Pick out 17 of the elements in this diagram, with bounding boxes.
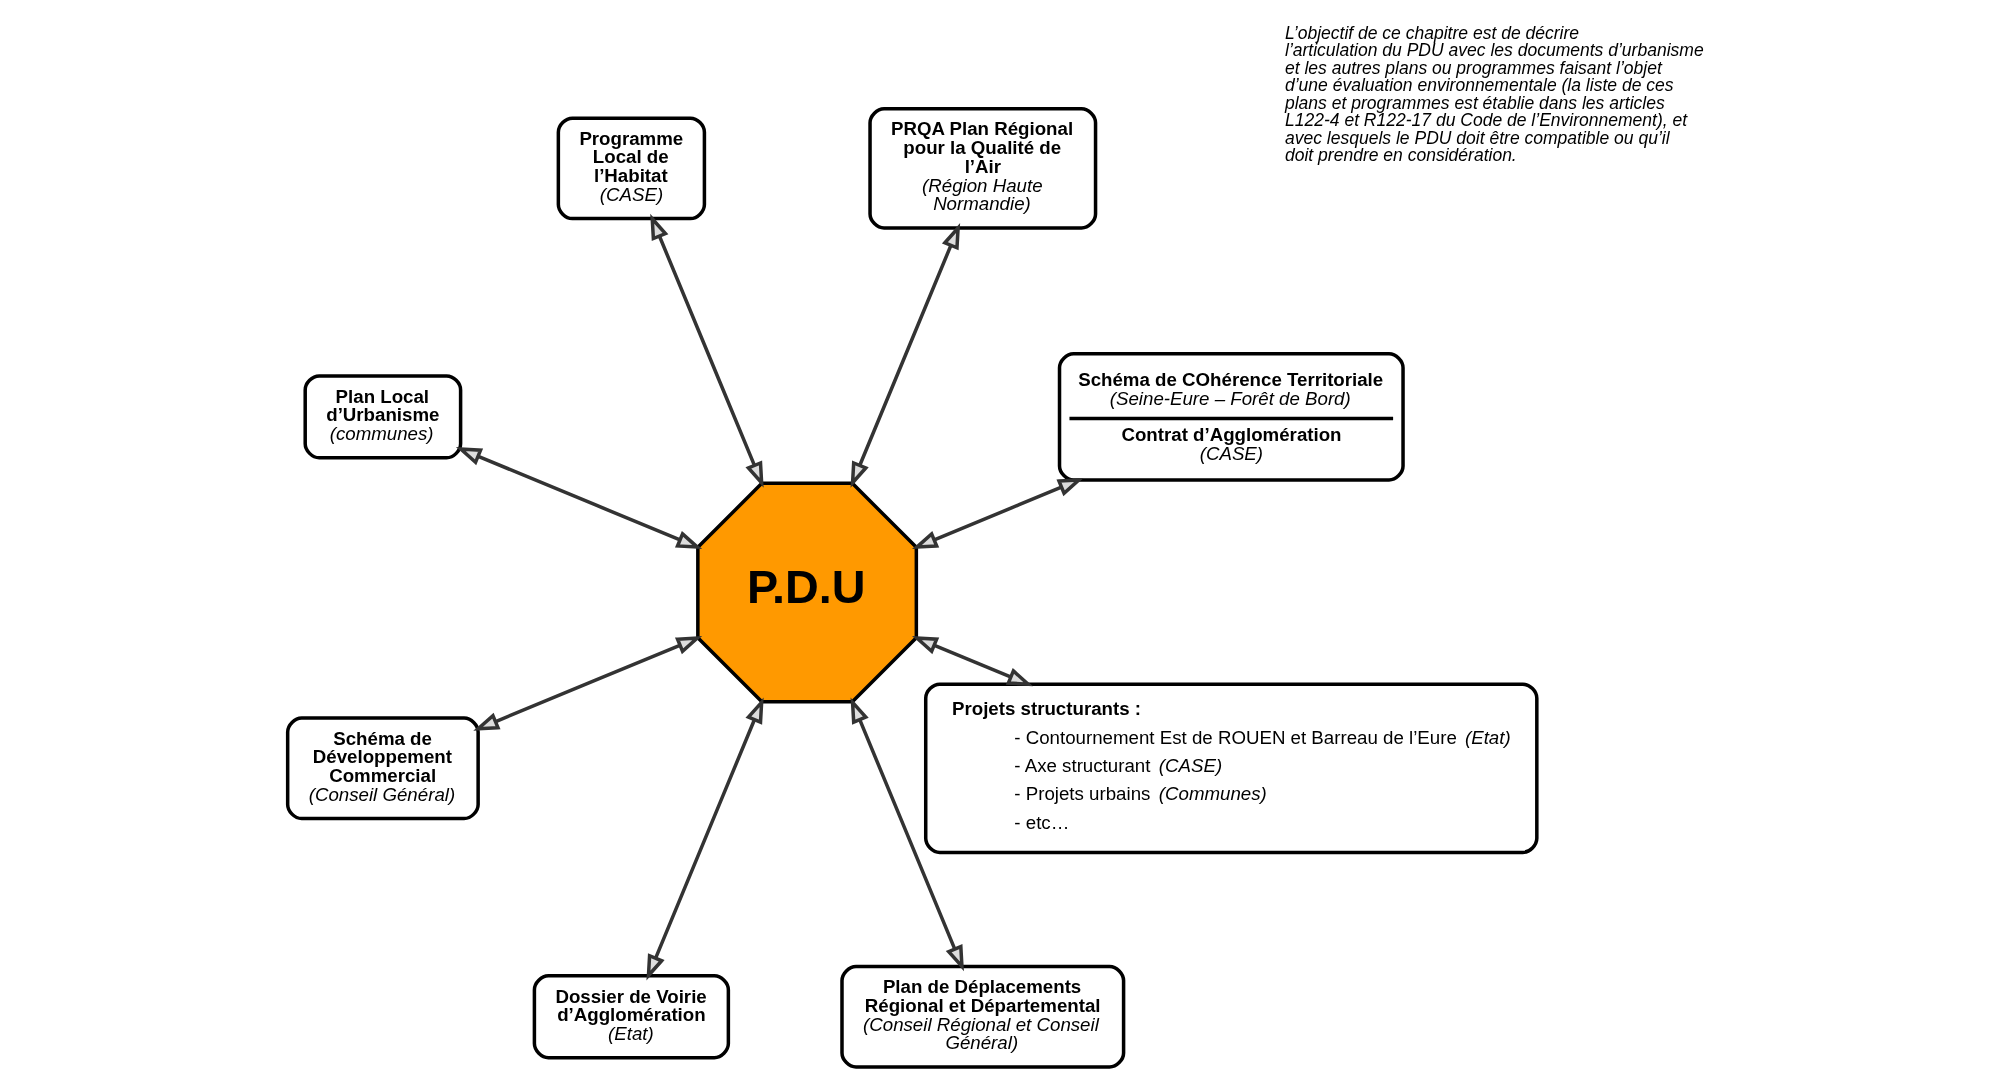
node-box: Schéma de COhérence Territoriale (Seine-Eure – Forêt de Bord) Contrat d’Agglomération (CASE) bbox=[1057, 352, 1405, 482]
node-box: Projets structurants : - Contournement Est de ROUEN et Barreau de l’Eure (Etat) - Axe structurant (CASE) - Projets urbains (Communes) - etc… bbox=[923, 682, 1539, 855]
arrow bbox=[850, 223, 960, 488]
arrow bbox=[472, 636, 702, 731]
node-box: Plan de Déplacements Régional et Départemental (Conseil Régional et Conseil Général) bbox=[839, 964, 1125, 1069]
arrow bbox=[911, 477, 1084, 550]
node-box: Dossier de Voirie d’Agglomération (Etat) bbox=[532, 974, 730, 1060]
arrow bbox=[455, 447, 702, 550]
node-box: PRQA Plan Régional pour la Qualité de l’Air (Région Haute Normandie) bbox=[867, 107, 1097, 230]
label: L’objectif de ce chapitre est de décrire l’articulation du PDU avec les documents d’urbanisme et les autres plans ou programmes faisant l’objet d’une évaluation environnementale (la liste de ces plans et programmes est établie dans les articles L122-4 et R122-17 du Code de l’Environnement), et avec lesquels le PDU doit être compatible ou qu’il doit prendre en considération. bbox=[1284, 22, 1704, 166]
arrow bbox=[850, 697, 964, 972]
node-box: Programme Local de l’Habitat (CASE) bbox=[556, 116, 706, 221]
node-box: Schéma de Développement Commercial (Conseil Général) bbox=[285, 716, 480, 821]
arrow bbox=[649, 213, 764, 488]
node-box: Plan Local d’Urbanisme (communes) bbox=[302, 374, 462, 460]
arrow bbox=[911, 636, 1033, 687]
arrow bbox=[645, 697, 764, 981]
